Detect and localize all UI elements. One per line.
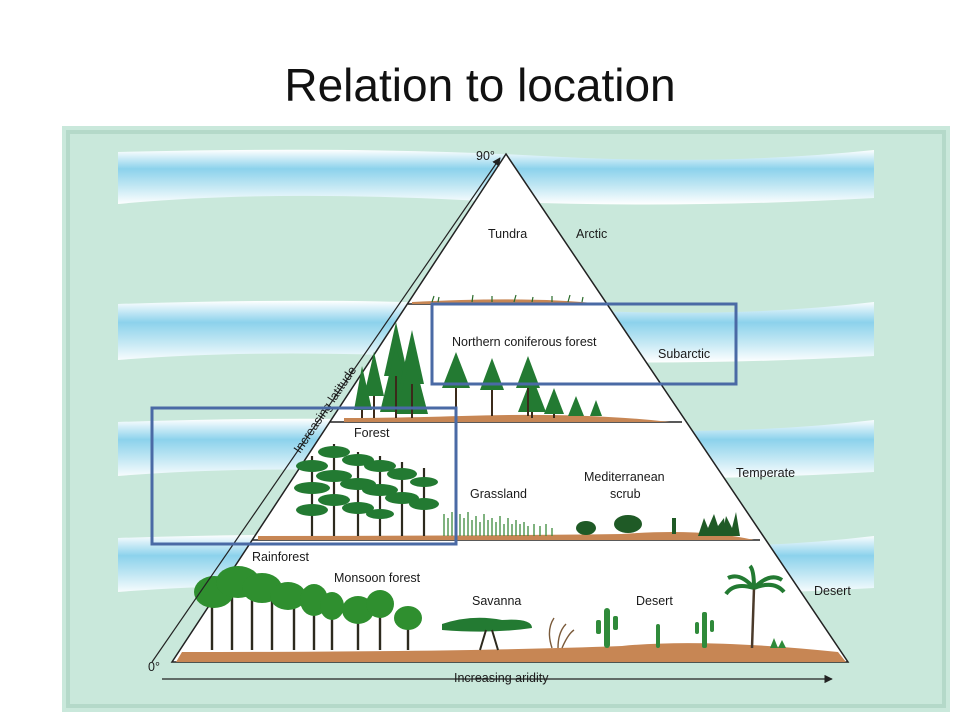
highlight-box-forest — [150, 406, 458, 546]
aridity-axis-label: Increasing aridity — [454, 671, 549, 685]
biome-label-savanna: Savanna — [472, 594, 521, 608]
zone-label-temperate: Temperate — [736, 466, 795, 480]
zone-label-arctic: Arctic — [576, 227, 607, 241]
desert-cacti — [596, 564, 786, 649]
apex-label: 90° — [476, 149, 495, 163]
origin-label: 0° — [148, 660, 160, 674]
biome-label-rainforest: Rainforest — [252, 550, 309, 564]
biome-pyramid-figure: 90° 0° Increasing latitude Increasing ar… — [62, 126, 950, 712]
biome-label-mediterranean: Mediterranean — [584, 470, 665, 484]
tundra-vegetation — [431, 294, 584, 303]
biome-label-monsoon: Monsoon forest — [334, 571, 421, 585]
scrub-vegetation — [576, 512, 740, 536]
axes — [151, 157, 833, 684]
temperate-forest — [294, 444, 439, 536]
biome-label-coniferous: Northern coniferous forest — [452, 335, 597, 349]
savanna-vegetation — [442, 617, 575, 651]
biome-label-forest: Forest — [354, 426, 390, 440]
grassland-vegetation — [443, 512, 553, 536]
highlight-box-coniferous — [430, 302, 738, 386]
coniferous-trees — [354, 322, 602, 418]
biome-label-desert: Desert — [636, 594, 673, 608]
biome-label-grassland: Grassland — [470, 487, 527, 501]
page-title: Relation to location — [284, 59, 676, 111]
rainforest-trees — [194, 566, 422, 650]
biome-label-scrub: scrub — [610, 487, 641, 501]
biome-label-tundra: Tundra — [488, 227, 527, 241]
zone-label-subarctic: Subarctic — [658, 347, 710, 361]
zone-label-desert: Desert — [814, 584, 851, 598]
